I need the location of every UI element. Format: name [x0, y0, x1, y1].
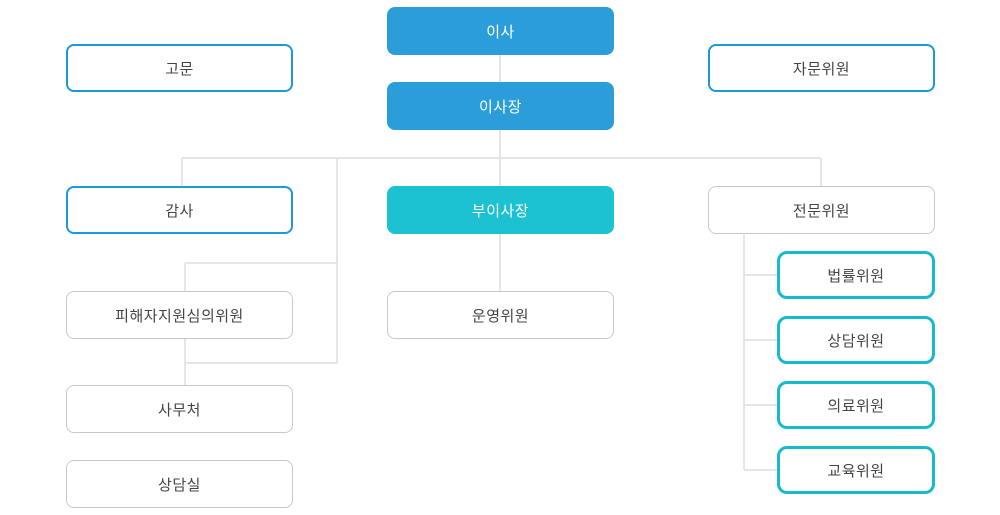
org-node-auditor-label: 감사 — [165, 202, 194, 220]
org-node-steering-committee-label: 운영위원 — [471, 307, 530, 325]
org-node-medical-committee: 의료위원 — [777, 381, 935, 429]
org-node-medical-committee-label: 의료위원 — [827, 397, 885, 415]
org-node-director: 이사 — [387, 7, 614, 55]
org-node-counseling-office: 상담실 — [66, 460, 293, 508]
org-node-advisory-committee-label: 자문위원 — [792, 60, 851, 78]
org-node-advisory-committee: 자문위원 — [708, 44, 935, 92]
org-node-expert-committee-label: 전문위원 — [792, 202, 851, 220]
org-node-counseling-committee-label: 상담위원 — [827, 332, 885, 350]
org-node-chairman: 이사장 — [387, 82, 614, 130]
org-node-auditor: 감사 — [66, 186, 293, 234]
org-node-advisor: 고문 — [66, 44, 293, 92]
org-node-counseling-office-label: 상담실 — [158, 476, 201, 494]
org-node-counseling-committee: 상담위원 — [777, 316, 935, 364]
org-node-expert-committee: 전문위원 — [708, 186, 935, 234]
org-node-secretariat-label: 사무처 — [158, 401, 201, 419]
org-node-victim-support-committee: 피해자지원심의위원 — [66, 291, 293, 339]
org-node-vice-chairman: 부이사장 — [387, 186, 614, 234]
org-node-legal-committee-label: 법률위원 — [827, 267, 885, 285]
org-node-education-committee: 교육위원 — [777, 446, 935, 494]
org-node-vice-chairman-label: 부이사장 — [471, 202, 530, 220]
org-node-advisor-label: 고문 — [165, 60, 194, 78]
org-node-steering-committee: 운영위원 — [387, 291, 614, 339]
org-node-secretariat: 사무처 — [66, 385, 293, 433]
org-node-education-committee-label: 교육위원 — [827, 462, 885, 480]
org-node-director-label: 이사 — [486, 23, 515, 41]
org-node-chairman-label: 이사장 — [479, 98, 522, 116]
org-node-legal-committee: 법률위원 — [777, 251, 935, 299]
org-node-victim-support-committee-label: 피해자지원심의위원 — [115, 307, 244, 325]
